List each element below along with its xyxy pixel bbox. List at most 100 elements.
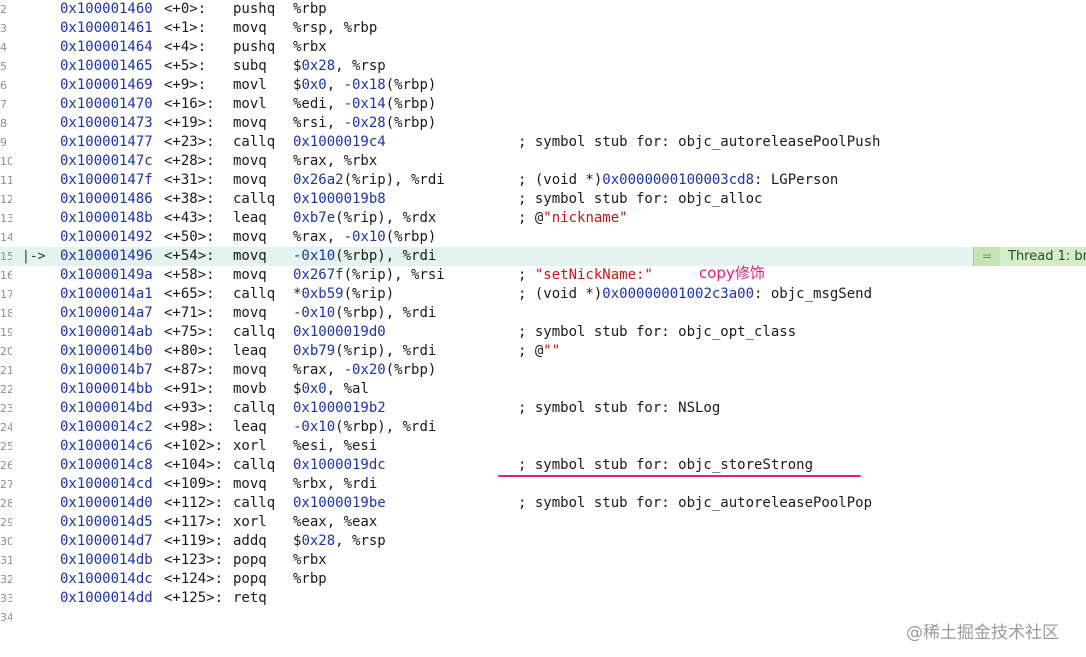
operand-token: %rbx [293, 39, 327, 55]
operand-token: 0x1000019d0 [293, 324, 386, 340]
instruction-address: 0x1000014c8 [60, 457, 153, 473]
instruction-address: 0x100001465 [60, 58, 153, 74]
line-number: 21 [0, 364, 12, 377]
operand-token: (%rbp) [385, 115, 437, 131]
instruction-operands: 0x1000019b8 [293, 190, 386, 209]
operand-token: 0x1000019b8 [293, 191, 386, 207]
operand-token: 0x28 [301, 533, 336, 549]
line-number: 30 [0, 535, 12, 548]
instruction-mnemonic: movq [233, 362, 267, 378]
instruction-operands: $0x0, %al [293, 380, 369, 399]
operand-token: $ [293, 533, 302, 549]
instruction-address: 0x1000014bb [60, 381, 153, 397]
line-number: 33 [0, 592, 12, 605]
instruction-offset: <+117>: [164, 514, 224, 530]
instruction-comment: ; @"nickname" [518, 209, 628, 228]
instruction-offset: <+19>: [164, 115, 215, 131]
line-number: 14 [0, 231, 12, 244]
instruction-offset: <+65>: [164, 286, 215, 302]
line-number: 18 [0, 307, 12, 320]
instruction-offset: <+80>: [164, 343, 215, 359]
line-number: 17 [0, 288, 12, 301]
instruction-address: 0x1000014a7 [60, 305, 153, 321]
instruction-mnemonic: leaq [233, 210, 267, 226]
operand-token: (%rbp) [385, 96, 437, 112]
operand-token: (%rip) [343, 286, 395, 302]
operand-token: $ [293, 77, 302, 93]
instruction-offset: <+16>: [164, 96, 215, 112]
instruction-mnemonic: xorl [233, 438, 267, 454]
current-instruction-row[interactable]: 15|->0x100001496<+54>:movq-0x10(%rbp), %… [0, 247, 1086, 266]
instruction-mnemonic: movq [233, 267, 267, 283]
instruction-offset: <+0>: [164, 1, 207, 17]
instruction-mnemonic: xorl [233, 514, 267, 530]
instruction-offset: <+125>: [164, 590, 224, 606]
instruction-mnemonic: movq [233, 153, 267, 169]
instruction-operands: $0x0, -0x18(%rbp) [293, 76, 436, 95]
instruction-operands: %rbx [293, 551, 327, 570]
instruction-mnemonic: leaq [233, 343, 267, 359]
line-number: 5 [0, 60, 7, 73]
line-number: 8 [0, 117, 7, 130]
instruction-operands: 0x1000019be [293, 494, 386, 513]
operand-token: $ [293, 381, 302, 397]
operand-token: 0x1000019c4 [293, 134, 386, 150]
instruction-comment: ; symbol stub for: objc_opt_class [518, 323, 796, 342]
instruction-address: 0x100001461 [60, 20, 153, 36]
comment-token: "setNickName:" [534, 267, 653, 283]
instruction-offset: <+9>: [164, 77, 207, 93]
operand-token: %esi, %esi [293, 438, 378, 454]
instruction-comment: ; symbol stub for: objc_storeStrong [518, 456, 813, 475]
instruction-operands: 0x1000019d0 [293, 323, 386, 342]
line-number: 10 [0, 155, 12, 168]
instruction-operands: 0xb7e(%rip), %rdx [293, 209, 436, 228]
instruction-address: 0x100001473 [60, 115, 153, 131]
instruction-offset: <+102>: [164, 438, 224, 454]
instruction-address: 0x100001460 [60, 1, 153, 17]
line-number: 19 [0, 326, 12, 339]
watermark: @稀土掘金技术社区 [906, 623, 1059, 643]
instruction-comment: ; @"" [518, 342, 560, 361]
operand-token: 0x267f [293, 267, 344, 283]
instruction-row[interactable]: 34 [0, 608, 1086, 627]
comment-token: 0x00000001002c3a00 [602, 286, 755, 302]
operand-token: %eax, %eax [293, 514, 378, 530]
instruction-address: 0x100001492 [60, 229, 153, 245]
operand-token: , %al [326, 381, 369, 397]
operand-token: , [326, 77, 344, 93]
thread-breakpoint-badge[interactable]: =Thread 1: br [973, 247, 1086, 266]
operand-token: -0x10 [293, 419, 336, 435]
